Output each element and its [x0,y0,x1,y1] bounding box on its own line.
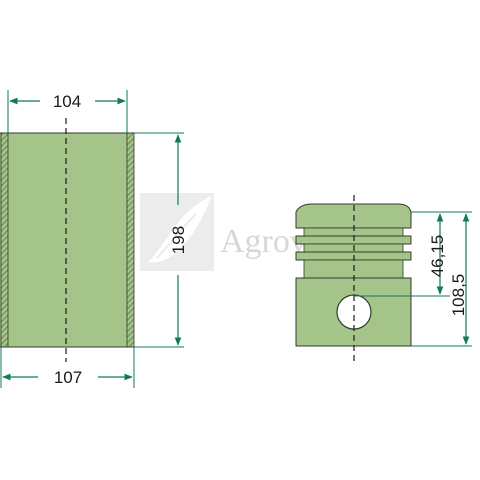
liner-outer-diameter-label: 107 [54,368,82,387]
liner-outer-diameter-dimension: 107 [0,347,135,388]
liner-length-dimension: 198 [134,132,188,348]
piston [295,195,412,365]
piston-total-height-label: 108,5 [449,274,468,317]
piston-total-height-dimension: 108,5 [411,211,472,347]
liner-inner-diameter-dimension: 104 [7,90,128,133]
cylinder-liner [0,118,135,362]
piston-compression-height-dimension: 46,15 [354,211,450,297]
liner-body [0,133,134,347]
liner-wall-left [0,132,9,348]
agrovec-watermark: Agrovec [140,193,337,271]
liner-wall-right [126,132,135,348]
piston-compression-height-label: 46,15 [428,235,447,278]
agrovec-logo-icon [140,193,214,271]
liner-length-label: 198 [169,226,188,254]
liner-inner-diameter-label: 104 [53,92,81,111]
